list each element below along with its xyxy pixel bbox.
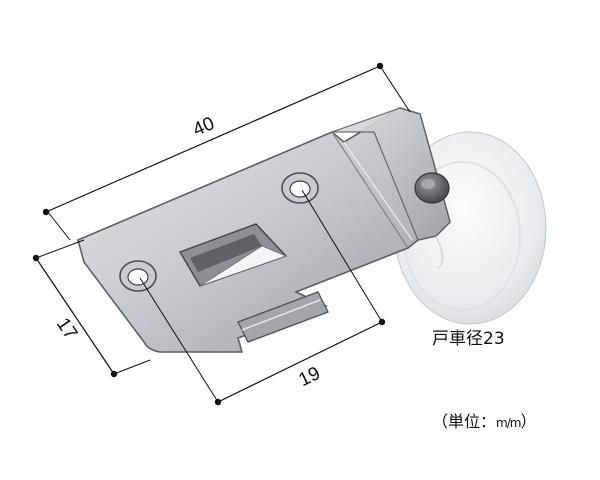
- left-hole: [119, 260, 157, 292]
- axle-rivet: [414, 172, 450, 204]
- dim-hole-pitch-label: 19: [295, 363, 323, 391]
- bracket-plate: [77, 107, 451, 353]
- bottom-tab: [237, 291, 329, 343]
- unit-note: （単位：m/m）: [432, 408, 536, 432]
- unit-prefix: （単位：: [432, 412, 497, 431]
- unit-value: m/m: [496, 416, 521, 430]
- unit-suffix: ）: [520, 412, 537, 431]
- wheel-diameter-label: 戸車径23: [432, 329, 505, 349]
- right-hole: [281, 172, 319, 204]
- dim-length-label: 40: [190, 113, 218, 141]
- slot-cutout: [178, 223, 288, 287]
